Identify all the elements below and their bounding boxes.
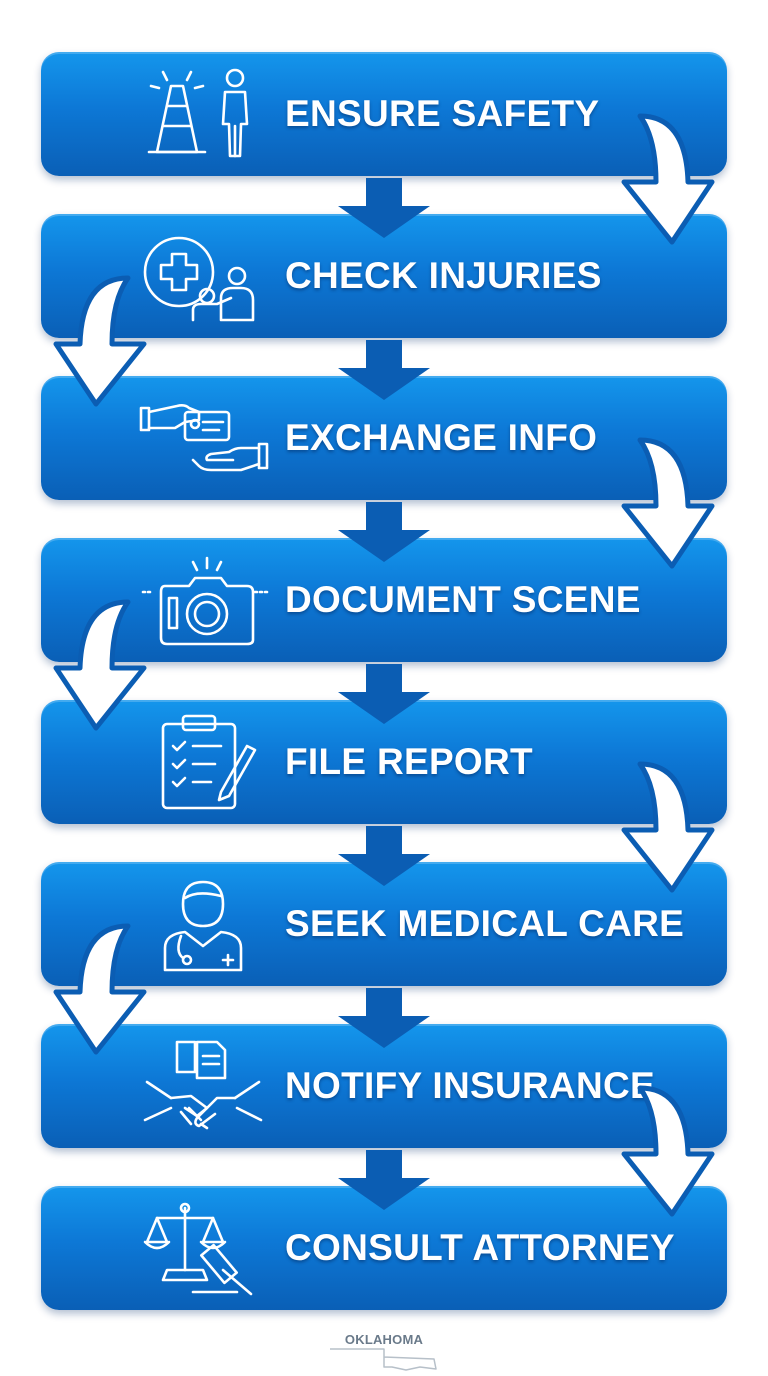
step-title: CONSULT ATTORNEY: [285, 1227, 675, 1268]
step-title: ENSURE SAFETY: [285, 93, 600, 134]
connector-arrow-5: [336, 826, 432, 888]
connector-arrow-6: [336, 988, 432, 1050]
connector-arrow-3: [336, 502, 432, 564]
step-title: SEEK MEDICAL CARE: [285, 903, 685, 944]
curved-arrow-left-1: [46, 270, 156, 420]
connector-arrow-2: [336, 340, 432, 402]
doctor-icon: [141, 876, 267, 972]
curved-arrow-right-3: [612, 756, 722, 906]
step-title: EXCHANGE INFO: [285, 417, 598, 458]
step-check-injuries: CHECK INJURIES: [41, 214, 727, 338]
step-title: CHECK INJURIES: [285, 255, 602, 296]
oklahoma-logo: OKLAHOMA: [322, 1327, 446, 1371]
step-title: FILE REPORT: [285, 741, 533, 782]
curved-arrow-right-4: [612, 1080, 722, 1230]
connector-arrow-7: [336, 1150, 432, 1212]
curved-arrow-left-2: [46, 594, 156, 744]
clipboard-checklist-icon: [141, 714, 267, 810]
card-handoff-icon: [139, 390, 269, 486]
step-ensure-safety: ENSURE SAFETY: [41, 52, 727, 176]
camera-icon: [141, 552, 269, 648]
curved-arrow-right-2: [612, 432, 722, 582]
state-label: OKLAHOMA: [344, 1332, 424, 1347]
scales-gavel-icon: [141, 1200, 267, 1296]
handshake-document-icon: [141, 1038, 267, 1134]
step-title: NOTIFY INSURANCE: [285, 1065, 656, 1106]
curved-arrow-left-3: [46, 918, 156, 1068]
connector-arrow-1: [336, 178, 432, 240]
step-title: DOCUMENT SCENE: [285, 579, 641, 620]
oklahoma-state-outline-icon: [330, 1348, 437, 1371]
medical-cross-helper-icon: [141, 228, 267, 324]
connector-arrow-4: [336, 664, 432, 726]
curved-arrow-right-1: [612, 108, 722, 258]
traffic-cone-person-icon: [141, 66, 267, 162]
step-notify-insurance: NOTIFY INSURANCE: [41, 1024, 727, 1148]
